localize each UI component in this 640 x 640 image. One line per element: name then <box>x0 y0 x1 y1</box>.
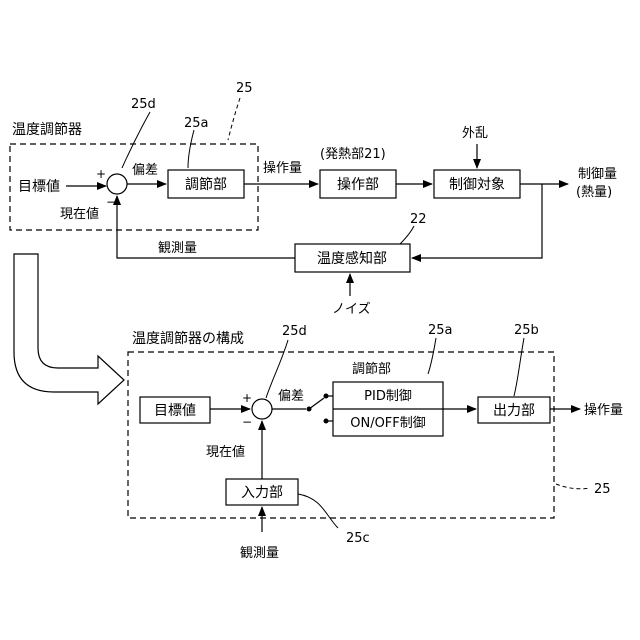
top-title: 温度調節器 <box>12 121 82 138</box>
bottom-ref-25a: 25a <box>428 323 453 338</box>
transition-arrow <box>14 254 124 404</box>
bottom-ref-25b: 25b <box>514 323 539 338</box>
top-ref-25: 25 <box>236 81 253 96</box>
top-ref-22: 22 <box>410 212 427 227</box>
top-ref-25a-leader <box>188 130 194 168</box>
top-ref-22-leader <box>400 226 414 244</box>
bottom-plus-sign: + <box>242 391 252 405</box>
top-controller-label: 調節部 <box>185 176 227 193</box>
top-ref-25d: 25d <box>131 97 156 112</box>
bottom-minus-sign: − <box>242 415 252 429</box>
bottom-output-label: 出力部 <box>493 403 535 419</box>
bottom-switch-blade <box>309 398 324 409</box>
bottom-ref-25: 25 <box>594 482 611 497</box>
top-feedback-to-sum <box>117 196 295 258</box>
bottom-ref-25c-leader <box>298 494 338 528</box>
top-actuator-label: 操作部 <box>337 177 379 193</box>
bottom-diagram: 温度調節器の構成 25d 25a 25b 目標値 + − 偏差 調節部 PID制… <box>128 323 623 561</box>
top-ref-25a: 25a <box>184 116 209 131</box>
bottom-ref-25-leader <box>556 484 590 489</box>
top-current-label: 現在値 <box>60 206 99 222</box>
top-minus-sign: − <box>106 195 116 209</box>
bottom-input-label: 入力部 <box>241 485 283 501</box>
top-disturbance-label: 外乱 <box>462 126 488 141</box>
bottom-ref-25b-leader <box>514 338 524 396</box>
top-manipulated-label: 操作量 <box>263 160 302 176</box>
top-diagram: 温度調節器 25 25d 25a 目標値 + − 偏差 調節部 操作量 (発熱部… <box>10 81 617 317</box>
bottom-ref-25c: 25c <box>346 531 370 546</box>
bottom-manipulated-label: 操作量 <box>584 402 623 418</box>
bottom-ref-25d: 25d <box>282 324 307 339</box>
bottom-onoff-label: ON/OFF制御 <box>350 416 426 431</box>
top-plant-label: 制御対象 <box>449 177 505 193</box>
bottom-observed-label: 観測量 <box>240 546 279 561</box>
top-summing-junction <box>107 174 127 194</box>
bottom-title: 温度調節器の構成 <box>132 330 244 347</box>
bottom-summing-junction <box>252 399 272 419</box>
bottom-ref-25a-leader <box>428 338 436 374</box>
bottom-target-label: 目標値 <box>154 403 196 419</box>
bottom-controller-label: 調節部 <box>352 362 391 377</box>
top-heat-label: (発熱部21) <box>320 147 386 162</box>
top-target-label: 目標値 <box>18 179 60 195</box>
top-noise-label: ノイズ <box>332 301 371 317</box>
top-plus-sign: + <box>96 167 106 181</box>
top-controlled-label-2: (熱量) <box>576 185 612 200</box>
top-ref-25d-leader <box>122 112 150 168</box>
top-controlled-label-1: 制御量 <box>578 167 617 182</box>
top-ref-25-leader <box>228 98 240 140</box>
top-sensor-label: 温度感知部 <box>317 250 387 267</box>
top-observed-label: 観測量 <box>158 241 197 256</box>
top-deviation-label: 偏差 <box>132 163 158 178</box>
bottom-pid-label: PID制御 <box>364 389 412 404</box>
bottom-deviation-label: 偏差 <box>278 389 304 404</box>
bottom-current-label: 現在値 <box>206 444 245 460</box>
